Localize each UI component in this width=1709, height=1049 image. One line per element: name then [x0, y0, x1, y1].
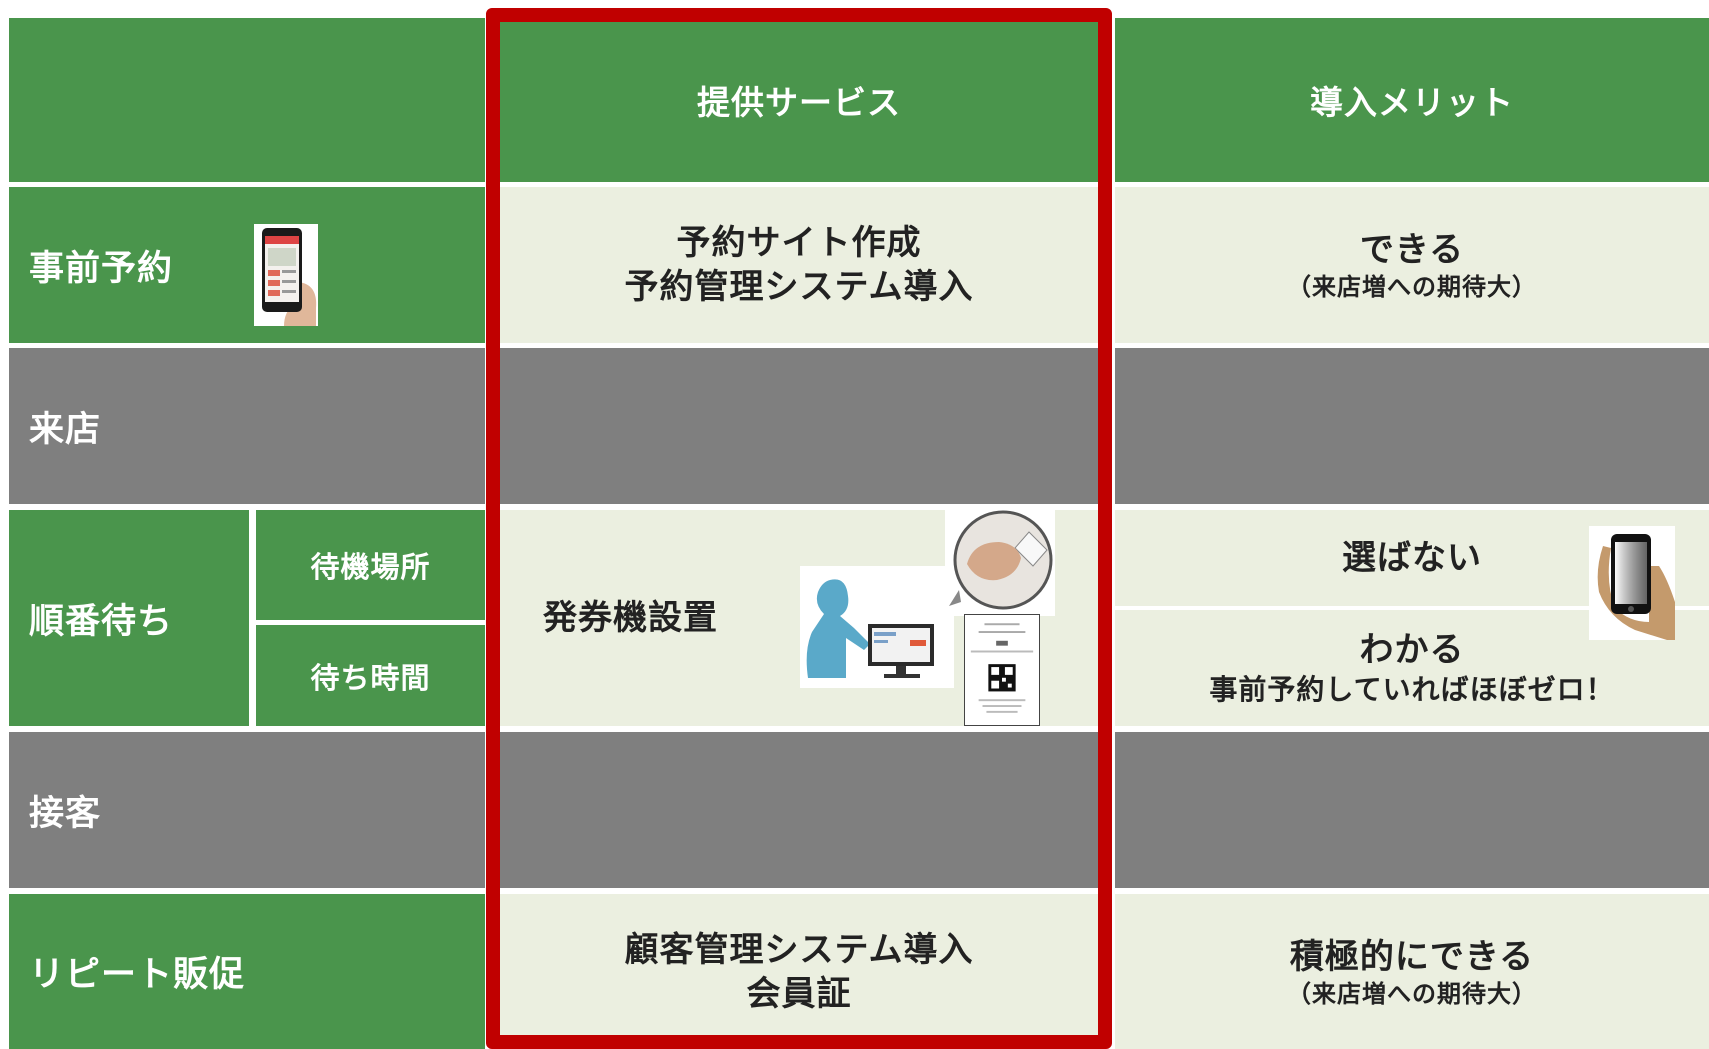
hand-holding-phone-icon	[1589, 526, 1675, 640]
row-reservation-label-cell: 事前予約	[9, 187, 485, 343]
row-visit-label-cell: 来店	[9, 348, 485, 504]
waiting-merit2-main: わかる	[1359, 630, 1465, 670]
row-waiting-sub1-cell: 待機場所	[256, 510, 485, 620]
repeat-merit-main: 積極的にできる	[1289, 936, 1535, 977]
row-service-label-cell: 接客	[9, 732, 485, 888]
queue-ticket-qr-icon	[964, 614, 1040, 726]
header-corner-cell	[9, 18, 485, 182]
row-repeat-label-cell: リピート販促	[9, 894, 485, 1049]
row-service-label: 接客	[29, 793, 102, 834]
row-waiting-sub2-cell: 待ち時間	[256, 625, 485, 726]
row-visit-label: 来店	[29, 409, 102, 450]
header-services-label: 提供サービス	[697, 83, 901, 122]
reservation-service-line2: 予約管理システム導入	[624, 267, 974, 307]
reservation-merit-sub: （来店増への期待大）	[1287, 273, 1537, 301]
ticket-kiosk-icon	[800, 566, 954, 688]
row-repeat-service-cell: 顧客管理システム導入 会員証	[500, 894, 1098, 1049]
header-merits-label: 導入メリット	[1310, 83, 1514, 122]
row-repeat-merit-cell: 積極的にできる （来店増への期待大）	[1115, 894, 1709, 1049]
row-waiting-label-cell: 順番待ち	[9, 510, 249, 726]
row-reservation-label: 事前予約	[29, 248, 174, 289]
hand-taking-ticket-icon	[945, 506, 1055, 616]
waiting-sub1-label: 待機場所	[310, 550, 431, 584]
repeat-service-line2: 会員証	[746, 973, 852, 1014]
waiting-sub2-label: 待ち時間	[310, 660, 431, 695]
row-waiting-label: 順番待ち	[29, 601, 174, 642]
row-reservation-merit-cell: できる （来店増への期待大）	[1115, 187, 1709, 343]
waiting-service-label: 発券機設置	[543, 598, 718, 638]
reservation-service-line1: 予約サイト作成	[676, 223, 922, 263]
waiting-merit1-main: 選ばない	[1342, 538, 1482, 578]
header-services-cell: 提供サービス	[500, 18, 1098, 182]
smartphone-in-hand-icon	[254, 224, 318, 326]
row-service-merit-cell	[1115, 732, 1709, 888]
reservation-merit-main: できる	[1359, 230, 1465, 270]
row-repeat-label: リピート販促	[29, 955, 246, 995]
row-visit-service-cell	[500, 348, 1098, 504]
row-visit-merit-cell	[1115, 348, 1709, 504]
header-merits-cell: 導入メリット	[1115, 18, 1709, 182]
row-reservation-service-cell: 予約サイト作成 予約管理システム導入	[500, 187, 1098, 343]
repeat-service-line1: 顧客管理システム導入	[624, 929, 974, 970]
waiting-merit2-sub: 事前予約していればほぼゼロ！	[1209, 673, 1615, 706]
row-service-service-cell	[500, 732, 1098, 888]
repeat-merit-sub: （来店増への期待大）	[1287, 979, 1537, 1008]
